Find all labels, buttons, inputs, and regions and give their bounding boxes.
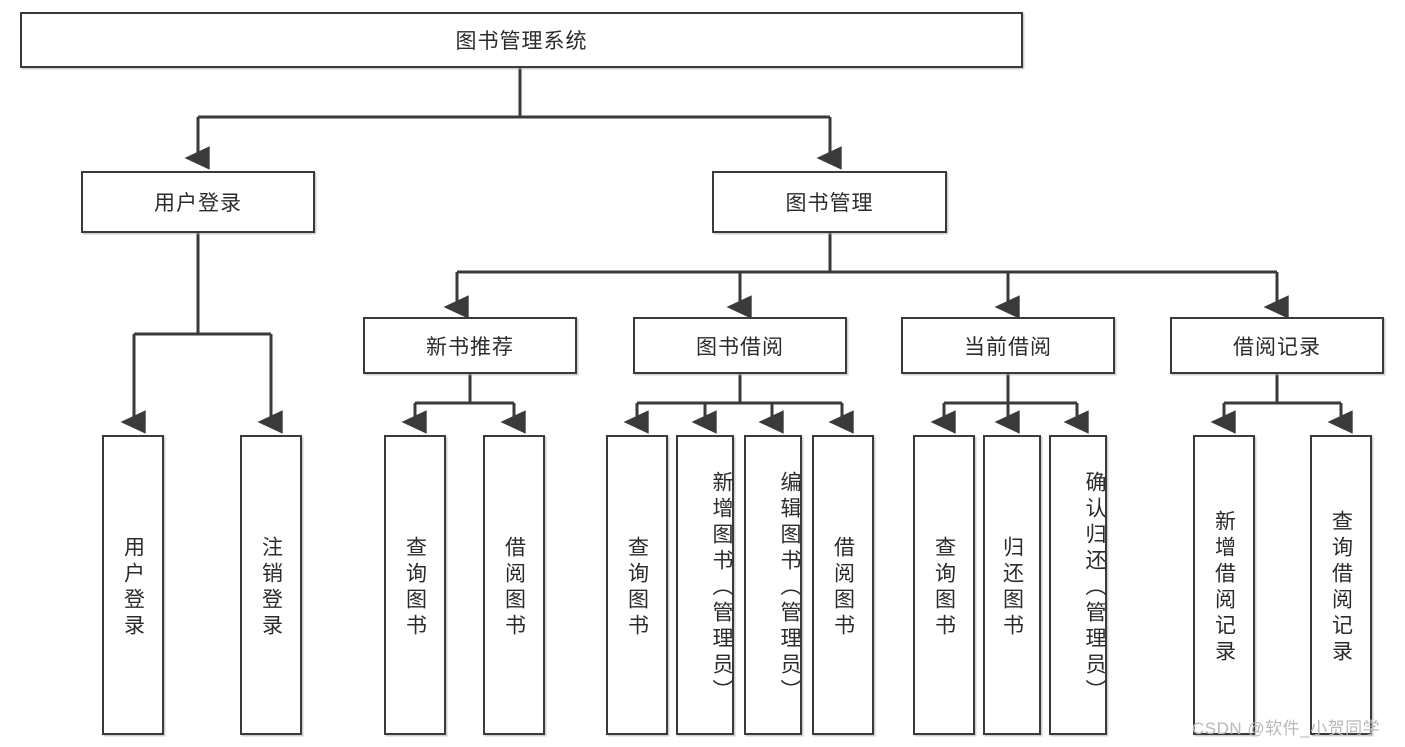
node-root[interactable]: 图书管理系统 [20, 12, 1023, 68]
node-current-borrow-label: 当前借阅 [964, 335, 1052, 359]
node-user-login[interactable]: 用户登录 [81, 171, 315, 233]
node-leaf-query-book-1-label: 查询图书 [403, 536, 427, 640]
node-new-book-rec-label: 新书推荐 [426, 335, 514, 359]
node-leaf-edit-book-label: 编辑图书（管理员） [778, 471, 801, 705]
node-leaf-logout[interactable]: 注销登录 [240, 435, 302, 735]
node-leaf-query-book-1[interactable]: 查询图书 [384, 435, 446, 735]
node-leaf-query-book-3-label: 查询图书 [932, 536, 956, 640]
node-leaf-user-login[interactable]: 用户登录 [102, 435, 164, 735]
node-book-mgmt[interactable]: 图书管理 [712, 171, 947, 233]
node-leaf-return-book[interactable]: 归还图书 [983, 435, 1041, 735]
node-leaf-edit-book[interactable]: 编辑图书（管理员） [744, 435, 802, 735]
node-leaf-borrow-book-1[interactable]: 借阅图书 [483, 435, 545, 735]
node-new-book-rec[interactable]: 新书推荐 [363, 317, 577, 374]
node-leaf-query-book-2-label: 查询图书 [625, 536, 649, 640]
node-book-borrow[interactable]: 图书借阅 [633, 317, 847, 374]
node-leaf-return-book-label: 归还图书 [1000, 536, 1024, 640]
node-leaf-borrow-book-2-label: 借阅图书 [831, 536, 855, 640]
node-leaf-borrow-book-1-label: 借阅图书 [502, 536, 526, 640]
node-book-borrow-label: 图书借阅 [696, 335, 784, 359]
node-leaf-confirm-return-label: 确认归还（管理员） [1083, 471, 1106, 705]
node-leaf-query-book-2[interactable]: 查询图书 [606, 435, 668, 735]
node-borrow-record[interactable]: 借阅记录 [1170, 317, 1384, 374]
node-borrow-record-label: 借阅记录 [1233, 335, 1321, 359]
node-current-borrow[interactable]: 当前借阅 [901, 317, 1115, 374]
node-root-label: 图书管理系统 [455, 30, 588, 53]
node-user-login-label: 用户登录 [154, 192, 242, 215]
watermark: CSDN @软件_小贺同学 [1192, 719, 1381, 738]
node-leaf-user-login-label: 用户登录 [121, 536, 145, 640]
node-leaf-query-record-label: 查询借阅记录 [1329, 510, 1353, 666]
node-leaf-add-book-label: 新增图书（管理员） [710, 471, 733, 705]
node-leaf-add-record[interactable]: 新增借阅记录 [1193, 435, 1255, 735]
node-leaf-add-record-label: 新增借阅记录 [1212, 510, 1236, 666]
node-book-mgmt-label: 图书管理 [785, 192, 874, 215]
node-leaf-confirm-return[interactable]: 确认归还（管理员） [1049, 435, 1107, 735]
node-leaf-query-record[interactable]: 查询借阅记录 [1310, 435, 1372, 735]
node-leaf-logout-label: 注销登录 [259, 536, 283, 640]
node-leaf-query-book-3[interactable]: 查询图书 [913, 435, 975, 735]
node-leaf-add-book[interactable]: 新增图书（管理员） [676, 435, 734, 735]
node-leaf-borrow-book-2[interactable]: 借阅图书 [812, 435, 874, 735]
